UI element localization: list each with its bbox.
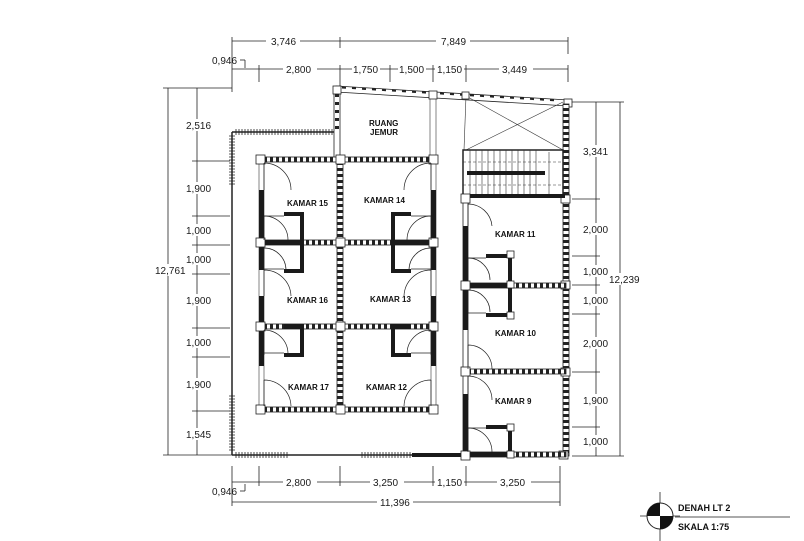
north-symbol-icon: [647, 503, 660, 516]
dim-left-1900b: 1,900: [186, 296, 211, 307]
label-kamar-11: KAMAR 11: [495, 230, 536, 239]
dim-top-offset: 0,946: [212, 56, 237, 67]
doors-right-block: [467, 203, 493, 453]
label-kamar-14: KAMAR 14: [364, 196, 405, 205]
label-kamar-9: KAMAR 9: [495, 397, 532, 406]
dim-right-1000c: 1,000: [583, 437, 608, 448]
dim-left-2516: 2,516: [186, 121, 211, 132]
dim-right-1900: 1,900: [583, 396, 608, 407]
drawing-scale: SKALA 1:75: [678, 522, 729, 532]
label-ruang-jemur-2: JEMUR: [370, 128, 398, 137]
dim-left-1000c: 1,000: [186, 338, 211, 349]
dim-left-1000a: 1,000: [186, 226, 211, 237]
label-kamar-17: KAMAR 17: [288, 383, 329, 392]
label-kamar-16: KAMAR 16: [287, 296, 328, 305]
drawing-title: DENAH LT 2: [678, 503, 730, 513]
dim-right-1000a: 1,000: [583, 267, 608, 278]
label-ruang-jemur-1: RUANG: [369, 119, 398, 128]
dim-bottom-overall: 11,396: [380, 498, 410, 509]
dim-top-3746: 3,746: [271, 37, 296, 48]
balcony-railing: [229, 129, 466, 458]
dim-top-1750: 1,750: [353, 65, 378, 76]
dim-top-3449: 3,449: [502, 65, 527, 76]
dim-left-1545: 1,545: [186, 430, 211, 441]
label-kamar-13: KAMAR 13: [370, 295, 411, 304]
dim-right-overall: 12,239: [609, 275, 640, 286]
dim-right-2000b: 2,000: [583, 339, 608, 350]
void-opening: [461, 91, 564, 151]
dim-left-1000b: 1,000: [186, 255, 211, 266]
dim-top-1500: 1,500: [399, 65, 424, 76]
dim-right-1000b: 1,000: [583, 296, 608, 307]
title-block: [640, 492, 790, 541]
dim-top-7849: 7,849: [441, 37, 466, 48]
dim-right-3341: 3,341: [583, 147, 608, 158]
dim-bottom-3250a: 3,250: [373, 478, 398, 489]
dim-left-1900a: 1,900: [186, 184, 211, 195]
left-block-walls: [255, 154, 439, 415]
stairs: [462, 149, 565, 198]
label-kamar-12: KAMAR 12: [366, 383, 407, 392]
dim-top-1150: 1,150: [437, 65, 462, 76]
dim-right-2000a: 2,000: [583, 225, 608, 236]
label-kamar-10: KAMAR 10: [495, 329, 536, 338]
right-block-walls: [460, 193, 567, 461]
dim-bottom-3250b: 3,250: [500, 478, 525, 489]
dim-left-overall: 12,761: [155, 266, 186, 277]
label-kamar-15: KAMAR 15: [287, 199, 328, 208]
dim-bottom-offset: 0,946: [212, 487, 237, 498]
dim-left-1900c: 1,900: [186, 380, 211, 391]
doors-left-block: [263, 162, 432, 407]
dim-bottom-1150: 1,150: [437, 478, 462, 489]
dim-top-2800: 2,800: [286, 65, 311, 76]
dim-bottom-2800: 2,800: [286, 478, 311, 489]
